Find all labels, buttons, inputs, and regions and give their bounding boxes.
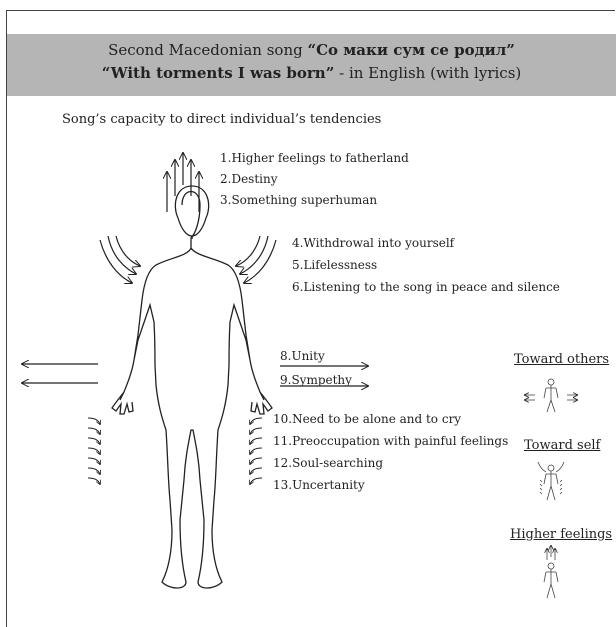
legend-icon-higher-feelings xyxy=(544,546,558,598)
legend-icon-toward-others xyxy=(525,379,577,412)
legend-icon-toward-self xyxy=(538,462,564,500)
outward-arrows xyxy=(22,364,368,386)
human-figure xyxy=(112,192,272,589)
inward-arrows-right xyxy=(236,236,276,283)
lower-arrows-left xyxy=(88,418,100,484)
lower-arrows-right xyxy=(250,418,262,484)
inward-arrows-left xyxy=(100,236,140,283)
upward-arrows xyxy=(167,153,199,212)
head xyxy=(175,186,208,236)
